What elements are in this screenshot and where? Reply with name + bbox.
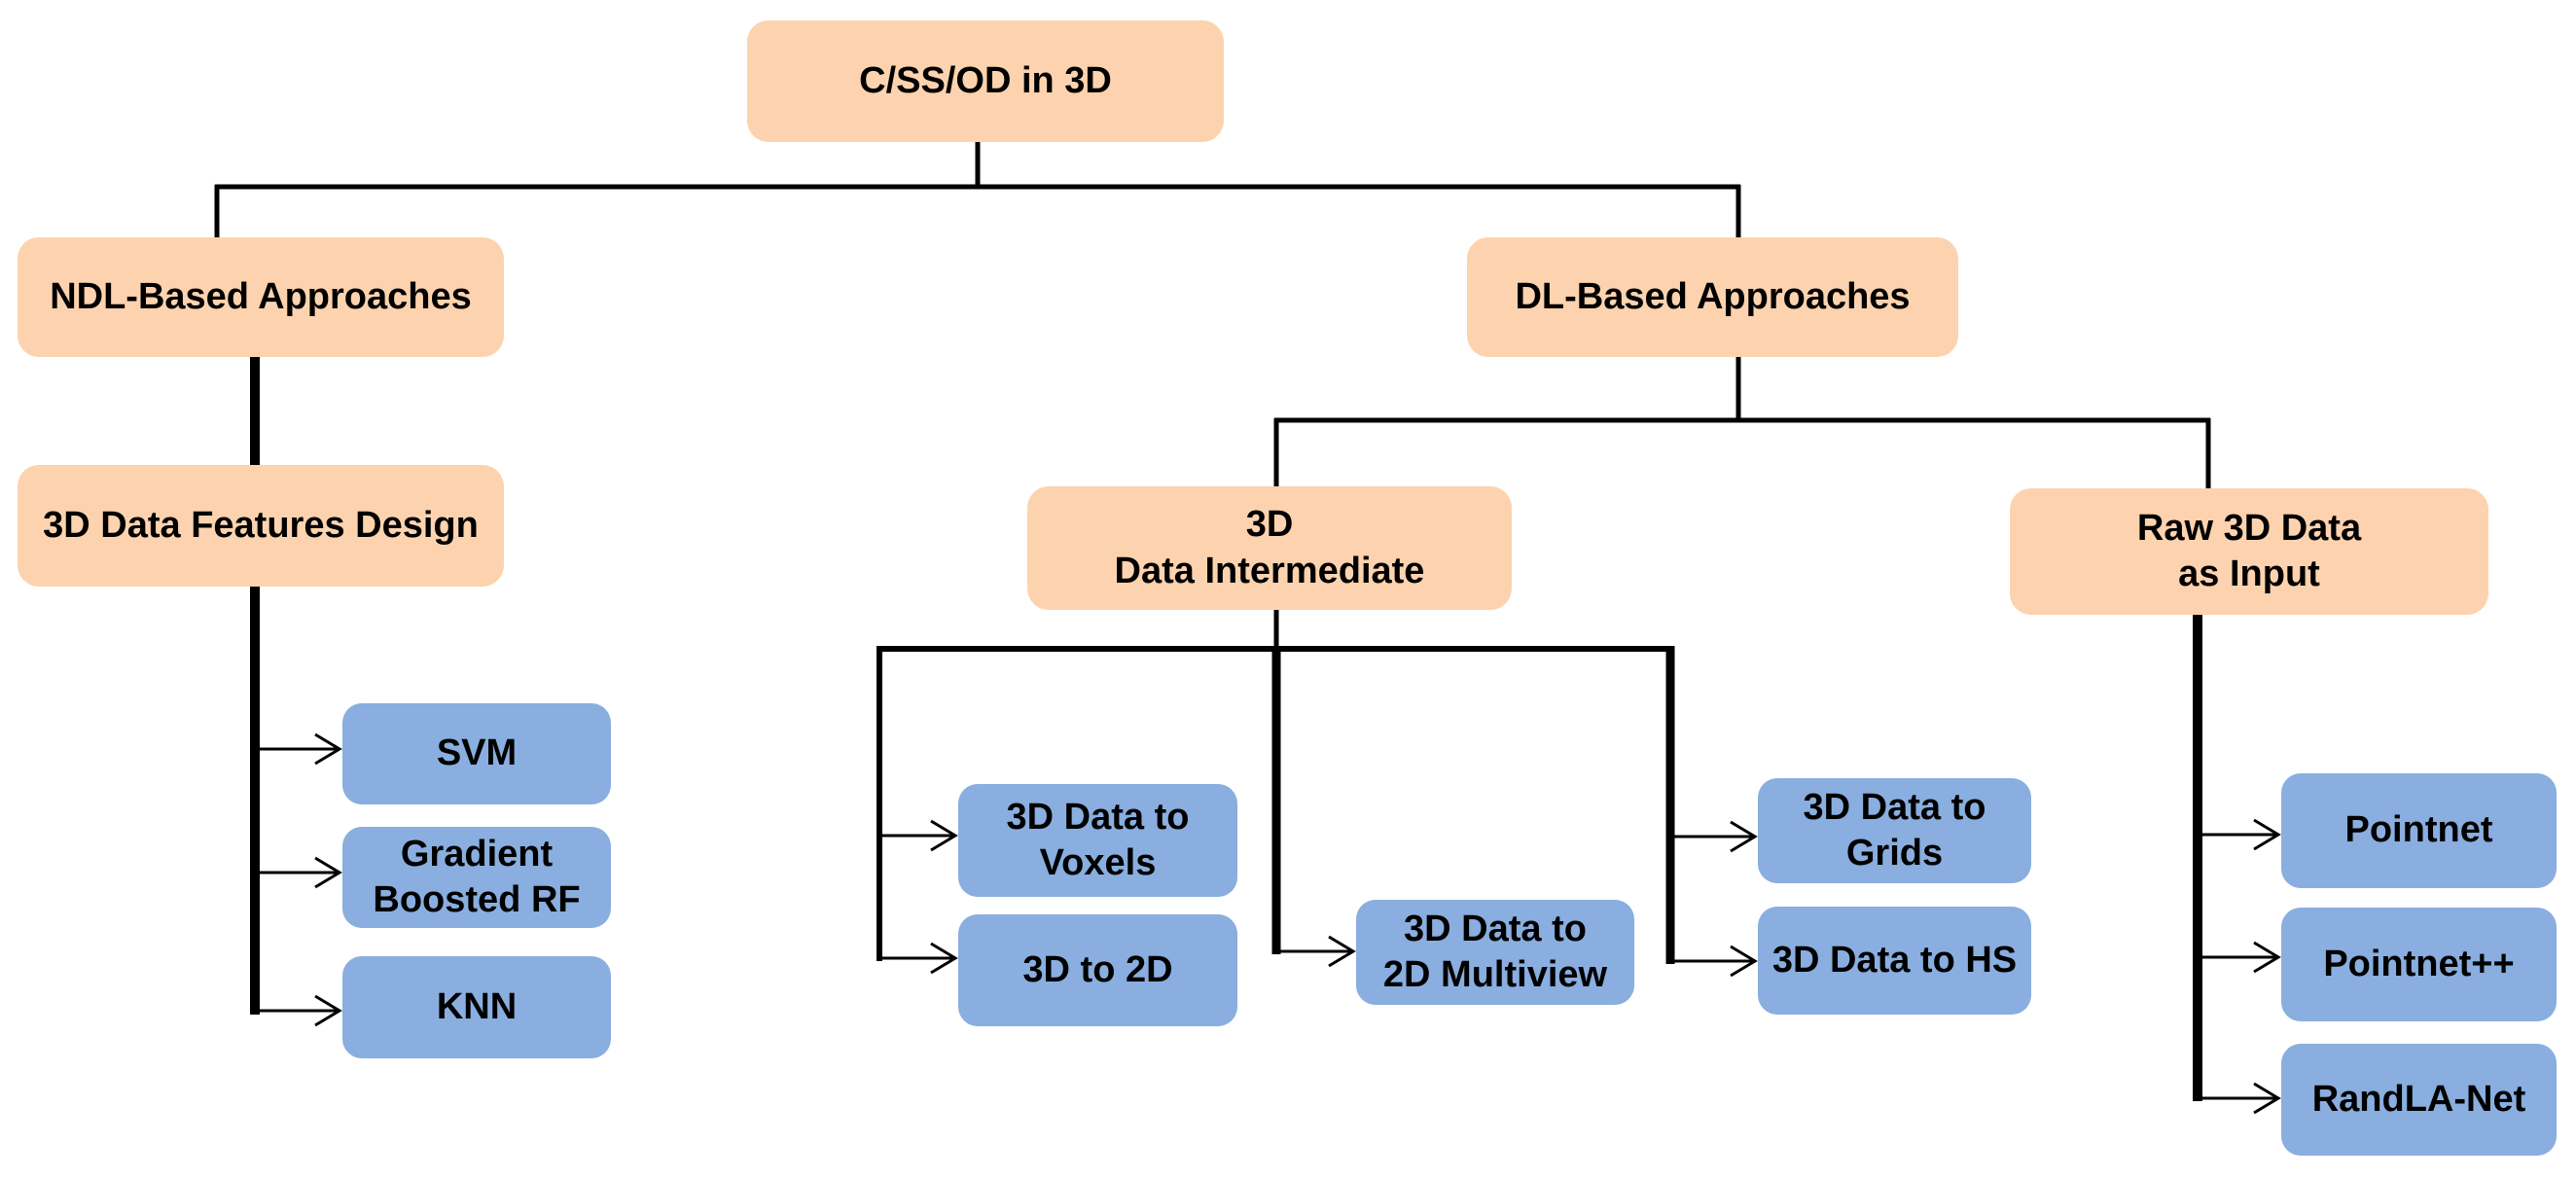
node-3d-data-to-hs: 3D Data to HS: [1758, 907, 2031, 1015]
node-3d-to-2d: 3D to 2D: [958, 914, 1237, 1026]
node-knn: KNN: [342, 956, 611, 1058]
arrow-to-pointnet: [2198, 818, 2281, 851]
arrow-to-randla: [2198, 1082, 2281, 1115]
arrow-to-hs: [1670, 945, 1758, 978]
arrow-to-gbrf: [255, 856, 342, 889]
arrow-to-grids: [1670, 820, 1758, 853]
arrow-to-voxels: [879, 819, 958, 852]
arrow-to-multiview: [1276, 935, 1356, 968]
arrow-to-3d-to-2d: [879, 942, 958, 975]
node-svm: SVM: [342, 703, 611, 804]
arrow-to-knn: [255, 994, 342, 1027]
node-3d-data-features-design: 3D Data Features Design: [18, 465, 504, 587]
arrow-to-svm: [255, 732, 342, 766]
node-3d-data-intermediate: 3D Data Intermediate: [1027, 486, 1512, 610]
node-pointnet: Pointnet: [2281, 773, 2557, 888]
node-3d-data-to-2d-multiview: 3D Data to 2D Multiview: [1356, 900, 1634, 1005]
node-pointnetpp: Pointnet++: [2281, 908, 2557, 1021]
connector-dl-to-tier2: [1273, 357, 2211, 490]
arrow-to-pointnetpp: [2198, 941, 2281, 974]
connector-root-to-tier1: [214, 142, 1741, 239]
connector-intermediate-branch: [877, 610, 1675, 964]
node-ndl-based-approaches: NDL-Based Approaches: [18, 237, 504, 357]
node-raw-3d-data-as-input: Raw 3D Data as Input: [2010, 488, 2488, 615]
node-gradient-boosted-rf: Gradient Boosted RF: [342, 827, 611, 928]
node-randla-net: RandLA-Net: [2281, 1044, 2557, 1156]
node-3d-data-to-voxels: 3D Data to Voxels: [958, 784, 1237, 897]
node-dl-based-approaches: DL-Based Approaches: [1467, 237, 1958, 357]
node-3d-data-to-grids: 3D Data to Grids: [1758, 778, 2031, 883]
node-root: C/SS/OD in 3D: [747, 20, 1224, 142]
